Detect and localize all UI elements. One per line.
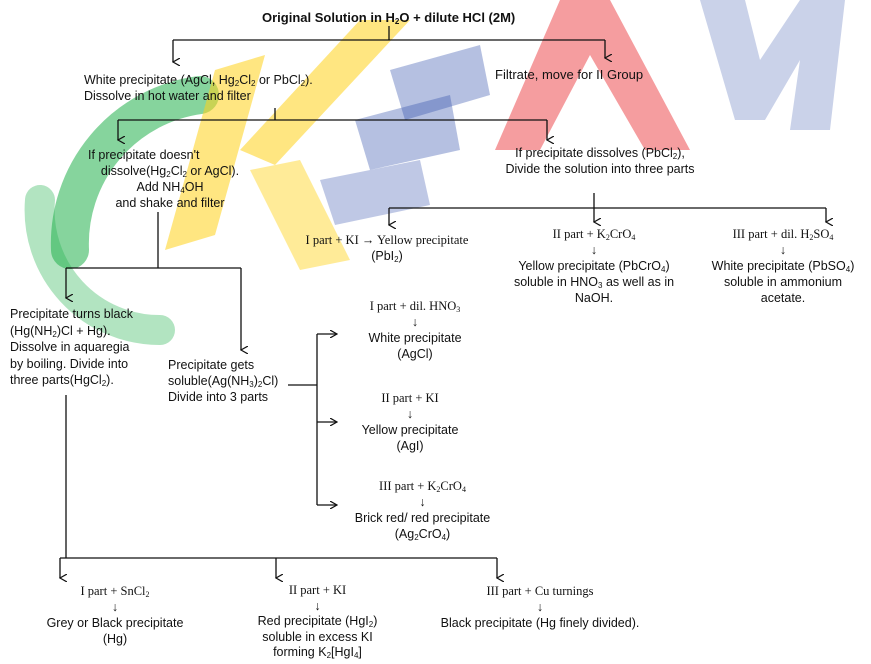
ag-part-3: III part + K2CrO4 ↓ Brick red/ red preci…: [354, 479, 491, 542]
black-precipitate-node: Precipitate turns black (Hg(NH2)Cl + Hg)…: [10, 307, 133, 388]
pb-part-2: II part + K2CrO4 ↓ Yellow precipitate (P…: [513, 227, 675, 305]
pb-part-3: III part + dil. H2SO4 ↓ White precipitat…: [711, 227, 855, 305]
filtrate-node: Filtrate, move for II Group: [495, 67, 644, 82]
not-dissolve-node: If precipitate doesn't dissolve(Hg2Cl2 o…: [88, 148, 240, 210]
pb-part-1: I part + KI → Yellow precipitate (PbI2): [305, 233, 469, 264]
white-precipitate-node: White precipitate (AgCl, Hg2Cl2 or PbCl2…: [84, 73, 313, 103]
hg-part-2: II part + KI ↓ Red precipitate (HgI2) so…: [257, 583, 378, 660]
soluble-node: Precipitate gets soluble(Ag(NH3)2Cl) Div…: [168, 358, 279, 404]
dissolves-node: If precipitate dissolves (PbCl2), Divide…: [505, 146, 695, 176]
ag-part-1: I part + dil. HNO3 ↓ White precipitate (…: [368, 299, 462, 361]
hg-part-1: I part + SnCl2 ↓ Grey or Black precipita…: [46, 584, 184, 646]
ag-part-2: II part + KI ↓ Yellow precipitate (AgI): [361, 391, 459, 453]
root-title: Original Solution in H2O + dilute HCl (2…: [262, 10, 516, 26]
hg-part-3: III part + Cu turnings ↓ Black precipita…: [440, 584, 640, 630]
